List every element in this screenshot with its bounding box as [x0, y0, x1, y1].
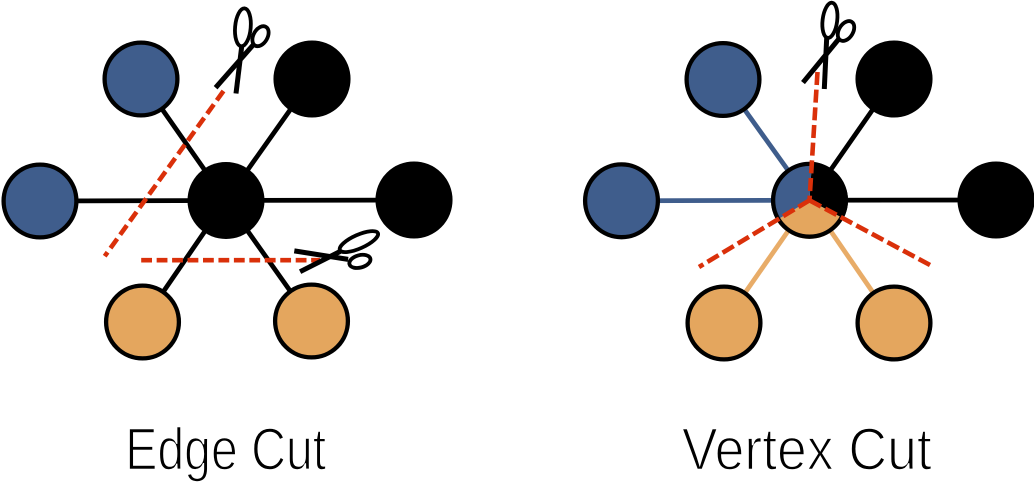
- svg-text:Edge Cut: Edge Cut: [125, 417, 326, 483]
- svg-text:Vertex Cut: Vertex Cut: [682, 417, 932, 483]
